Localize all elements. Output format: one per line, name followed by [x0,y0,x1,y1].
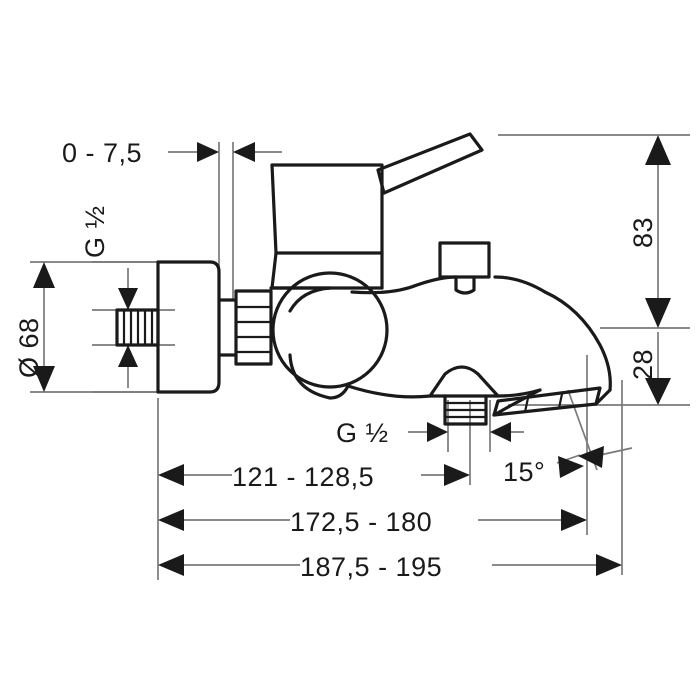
arrow-left-icon [233,142,255,162]
label-wall-offset: 0 - 7,5 [62,138,142,168]
label-wall-to-spout-end: 187,5 - 195 [300,552,442,582]
arrow-left-icon [158,554,184,576]
threaded-inlet-nipple [115,308,160,347]
arrow-down-icon [33,366,55,392]
product-outline [115,132,612,426]
dimension-spout-height: 83 [628,135,671,328]
arrow-left-icon [158,464,184,486]
diverter-knob [438,241,491,295]
dimension-escutcheon-diameter: Ø 68 [14,262,55,392]
dimension-spout-angle: 15° [503,446,633,487]
mixer-body [269,275,547,400]
arrow-left-icon [578,446,604,468]
dimension-inlet-thread: G ½ [80,205,138,388]
arrow-right-icon [197,142,219,162]
dimension-spout-tip-height: 28 [628,332,671,405]
arrow-right-icon [561,509,587,531]
arrow-up-icon [645,378,671,405]
arrow-right-icon [558,456,584,478]
label-spout-tip-height: 28 [628,349,658,380]
arrow-right-icon [596,554,622,576]
label-spout-height: 83 [628,217,658,248]
dimension-outlet-thread: G ½ [336,418,524,448]
hand-shower-outlet [428,365,500,426]
label-outlet-thread: G ½ [336,418,389,448]
connector-stub [217,298,238,357]
label-inlet-to-outlet: 121 - 128,5 [232,462,374,492]
wall-escutcheon [156,260,221,394]
arrow-down-icon [118,288,138,310]
dimension-wall-to-spout-mid: 172,5 - 180 [158,507,587,537]
arrow-up-icon [645,135,671,165]
arrow-right-icon [444,464,470,486]
hex-coupling-nut [234,289,273,366]
dimension-wall-offset: 0 - 7,5 [62,138,282,168]
arrow-down-icon [645,298,671,328]
arrow-right-icon [427,422,448,442]
lever-cartridge-housing [270,163,384,290]
spout-aerator [492,386,602,417]
dimension-wall-to-spout-end: 187,5 - 195 [158,552,622,582]
arrow-up-icon [33,262,55,288]
mixer-body-circle [271,271,389,389]
label-spout-angle: 15° [503,457,545,487]
label-escutcheon-diameter: Ø 68 [14,317,44,378]
label-inlet-thread: G ½ [80,205,110,258]
dimension-inlet-to-outlet: 121 - 128,5 [158,462,470,492]
label-wall-to-spout-mid: 172,5 - 180 [290,507,432,537]
lever-handle [376,132,484,195]
arrow-left-icon [490,422,511,442]
arrow-up-icon [118,345,138,367]
arrow-left-icon [158,509,184,531]
